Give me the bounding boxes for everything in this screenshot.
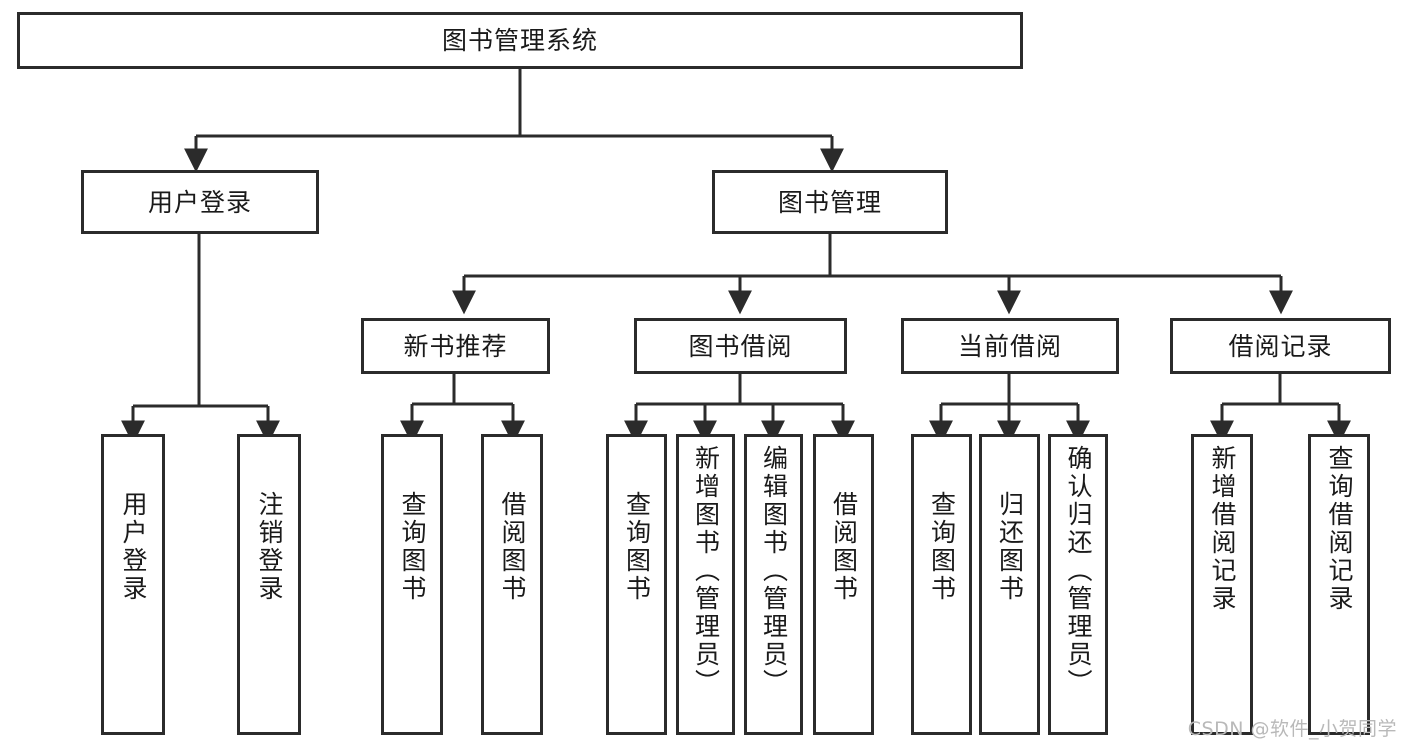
node-label: 查询图书 <box>398 491 427 603</box>
leaf-query-record[interactable]: 查询借阅记录 <box>1308 434 1370 735</box>
leaf-borrow-book-1[interactable]: 借阅图书 <box>481 434 543 735</box>
leaf-add-book[interactable]: 新增图书（管理员） <box>676 434 735 735</box>
node-label: 查询图书 <box>622 491 652 603</box>
node-label: 查询图书 <box>927 491 957 603</box>
node-label: 用户登录 <box>147 187 252 217</box>
node-label: 图书管理 <box>777 187 882 217</box>
node-book-borrow[interactable]: 图书借阅 <box>634 318 847 374</box>
node-label: 图书借阅 <box>688 331 793 361</box>
leaf-logout-login[interactable]: 注销登录 <box>237 434 301 735</box>
node-label: 当前借阅 <box>957 331 1062 361</box>
node-label: 确认归还（管理员） <box>1064 445 1093 697</box>
leaf-query-book-1[interactable]: 查询图书 <box>381 434 443 735</box>
leaf-return-book[interactable]: 归还图书 <box>979 434 1040 735</box>
node-book-manage[interactable]: 图书管理 <box>712 170 948 234</box>
node-label: 借阅图书 <box>829 491 859 603</box>
leaf-edit-book[interactable]: 编辑图书（管理员） <box>744 434 803 735</box>
node-new-book-recommend[interactable]: 新书推荐 <box>361 318 550 374</box>
node-label: 归还图书 <box>995 491 1025 603</box>
node-label: 借阅图书 <box>498 491 527 603</box>
node-label: 图书管理系统 <box>441 26 598 55</box>
leaf-user-login[interactable]: 用户登录 <box>101 434 165 735</box>
leaf-confirm-return[interactable]: 确认归还（管理员） <box>1048 434 1108 735</box>
node-label: 用户登录 <box>119 491 148 603</box>
leaf-borrow-book-2[interactable]: 借阅图书 <box>813 434 874 735</box>
leaf-query-book-3[interactable]: 查询图书 <box>911 434 972 735</box>
leaf-add-record[interactable]: 新增借阅记录 <box>1191 434 1253 735</box>
node-label: 注销登录 <box>255 491 284 603</box>
node-label: 借阅记录 <box>1228 331 1333 361</box>
node-current-borrow[interactable]: 当前借阅 <box>901 318 1119 374</box>
node-label: 查询借阅记录 <box>1325 445 1354 613</box>
node-label: 新书推荐 <box>403 331 508 361</box>
node-borrow-record[interactable]: 借阅记录 <box>1170 318 1391 374</box>
node-label: 新增图书（管理员） <box>691 445 721 697</box>
node-root-system[interactable]: 图书管理系统 <box>17 12 1023 69</box>
leaf-query-book-2[interactable]: 查询图书 <box>606 434 667 735</box>
node-user-login[interactable]: 用户登录 <box>81 170 319 234</box>
node-label: 编辑图书（管理员） <box>759 445 789 697</box>
node-label: 新增借阅记录 <box>1208 445 1237 613</box>
